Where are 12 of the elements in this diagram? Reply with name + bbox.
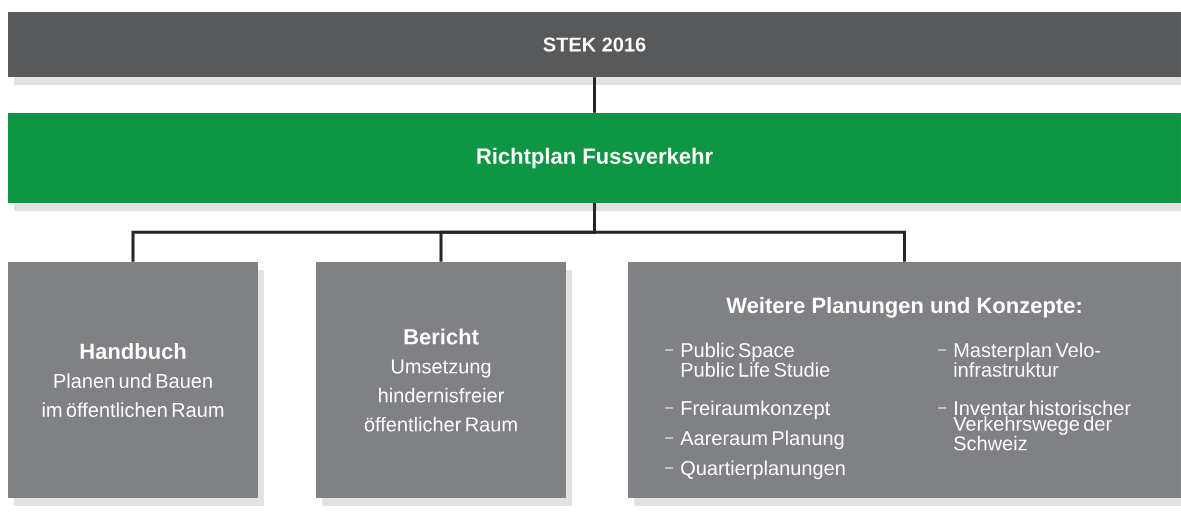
document-box: Handbuch Planen und Bauen im öffentlichen Raum xyxy=(8,262,264,506)
header-band: Richtplan Fussverkehr xyxy=(8,113,1181,211)
list-item: Aareraum Planung xyxy=(664,430,844,450)
list-item: Public Space Public Life Studie xyxy=(664,342,830,377)
connector-line xyxy=(593,203,906,262)
header-band: STEK 2016 xyxy=(8,12,1181,85)
document-box: Bericht Umsetzung hindernisfreier öffentlicher Raum xyxy=(316,262,572,506)
connector-line xyxy=(593,77,596,113)
list-item: Inventar historischer Verkehrswege der Schweiz xyxy=(937,400,1131,451)
list-item: Masterplan Velo-infrastruktur xyxy=(937,342,1101,377)
list-item: Quartierplanungen xyxy=(664,460,845,480)
list-item: Freiraumkonzept xyxy=(664,400,831,420)
